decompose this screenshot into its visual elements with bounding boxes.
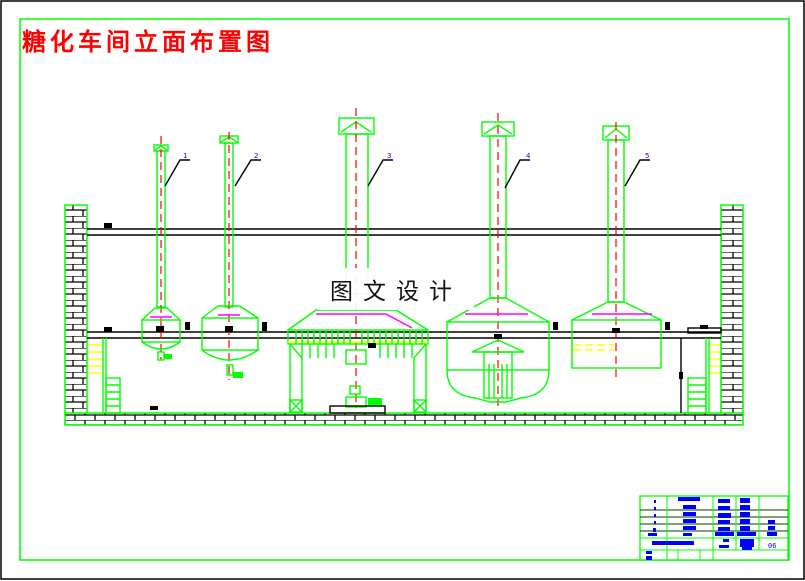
vessel-5 [571, 122, 670, 380]
vessel-2 [201, 132, 267, 380]
watermark-text: 图文设计 [318, 268, 474, 310]
left-brick-wall [64, 204, 88, 416]
vessel-3-lauter-tun [287, 108, 429, 414]
equipment-label-2: 2 [254, 152, 258, 160]
vessel-4 [446, 113, 558, 406]
equipment-label-4: 4 [526, 152, 531, 160]
upper-floor-slab [87, 223, 721, 236]
equipment-label-5: 5 [645, 152, 649, 160]
right-staircase [679, 325, 722, 414]
equipment-label-3: 3 [387, 152, 391, 160]
right-brick-wall [720, 204, 744, 416]
equipment-label-1: 1 [183, 152, 187, 160]
drawing-title: 糖化车间立面布置图 [22, 27, 274, 56]
left-staircase [88, 338, 158, 414]
floor-foundation [64, 412, 744, 426]
vessel-1 [141, 136, 190, 361]
title-block: 06 [639, 495, 789, 561]
sheet-code: 06 [768, 542, 776, 550]
drawing-frame [19, 18, 790, 561]
